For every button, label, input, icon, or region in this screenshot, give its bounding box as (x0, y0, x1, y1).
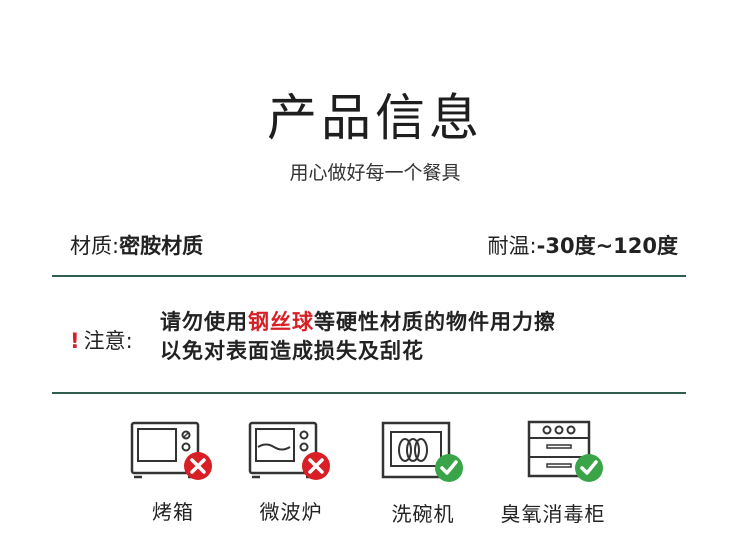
material-spec: 材质:密胺材质 (70, 230, 203, 260)
temperature-label: 耐温: (487, 234, 537, 258)
microwave-icon (248, 421, 330, 480)
appliance-label: 微波炉 (259, 500, 323, 524)
notice-line-1-end: 等硬性材质的物件用力擦 (314, 310, 556, 334)
notice-label-text: 注意: (83, 329, 133, 353)
not-allowed-icon (184, 452, 212, 480)
allowed-icon (575, 454, 603, 482)
dishwasher-icon (381, 421, 463, 482)
notice-line-2: 以免对表面造成损失及刮花 (160, 339, 424, 363)
sterilizer-cabinet-icon (527, 420, 603, 482)
not-allowed-icon (302, 452, 330, 480)
notice-highlight: 钢丝球 (248, 310, 314, 334)
material-label: 材质: (70, 234, 120, 258)
notice-label: !注意: (70, 325, 133, 355)
temperature-spec: 耐温:-30度~120度 (488, 230, 678, 260)
appliance-dishwasher: 洗碗机 (358, 420, 488, 527)
appliance-oven: 烤箱 (108, 420, 238, 525)
notice-text: 请勿使用钢丝球等硬性材质的物件用力擦 以免对表面造成损失及刮花 (160, 308, 556, 366)
appliance-label: 烤箱 (152, 500, 194, 524)
notice-line-1-start: 请勿使用 (160, 310, 248, 334)
appliance-label: 洗碗机 (391, 502, 455, 526)
divider-top (52, 275, 686, 277)
divider-bottom (52, 392, 686, 394)
appliance-microwave: 微波炉 (226, 420, 356, 525)
appliance-label: 臭氧消毒柜 (500, 502, 606, 526)
allowed-icon (435, 454, 463, 482)
page-title: 产品信息 (267, 89, 483, 147)
page-subtitle: 用心做好每一个餐具 (289, 162, 461, 184)
material-value: 密胺材质 (119, 234, 204, 258)
warning-mark: ! (70, 329, 80, 353)
notice-line-1: 请勿使用钢丝球等硬性材质的物件用力擦 (160, 308, 556, 337)
oven-icon (130, 421, 212, 480)
temperature-value: -30度~120度 (536, 234, 678, 258)
appliance-sterilizer-cabinet: 臭氧消毒柜 (488, 420, 618, 527)
